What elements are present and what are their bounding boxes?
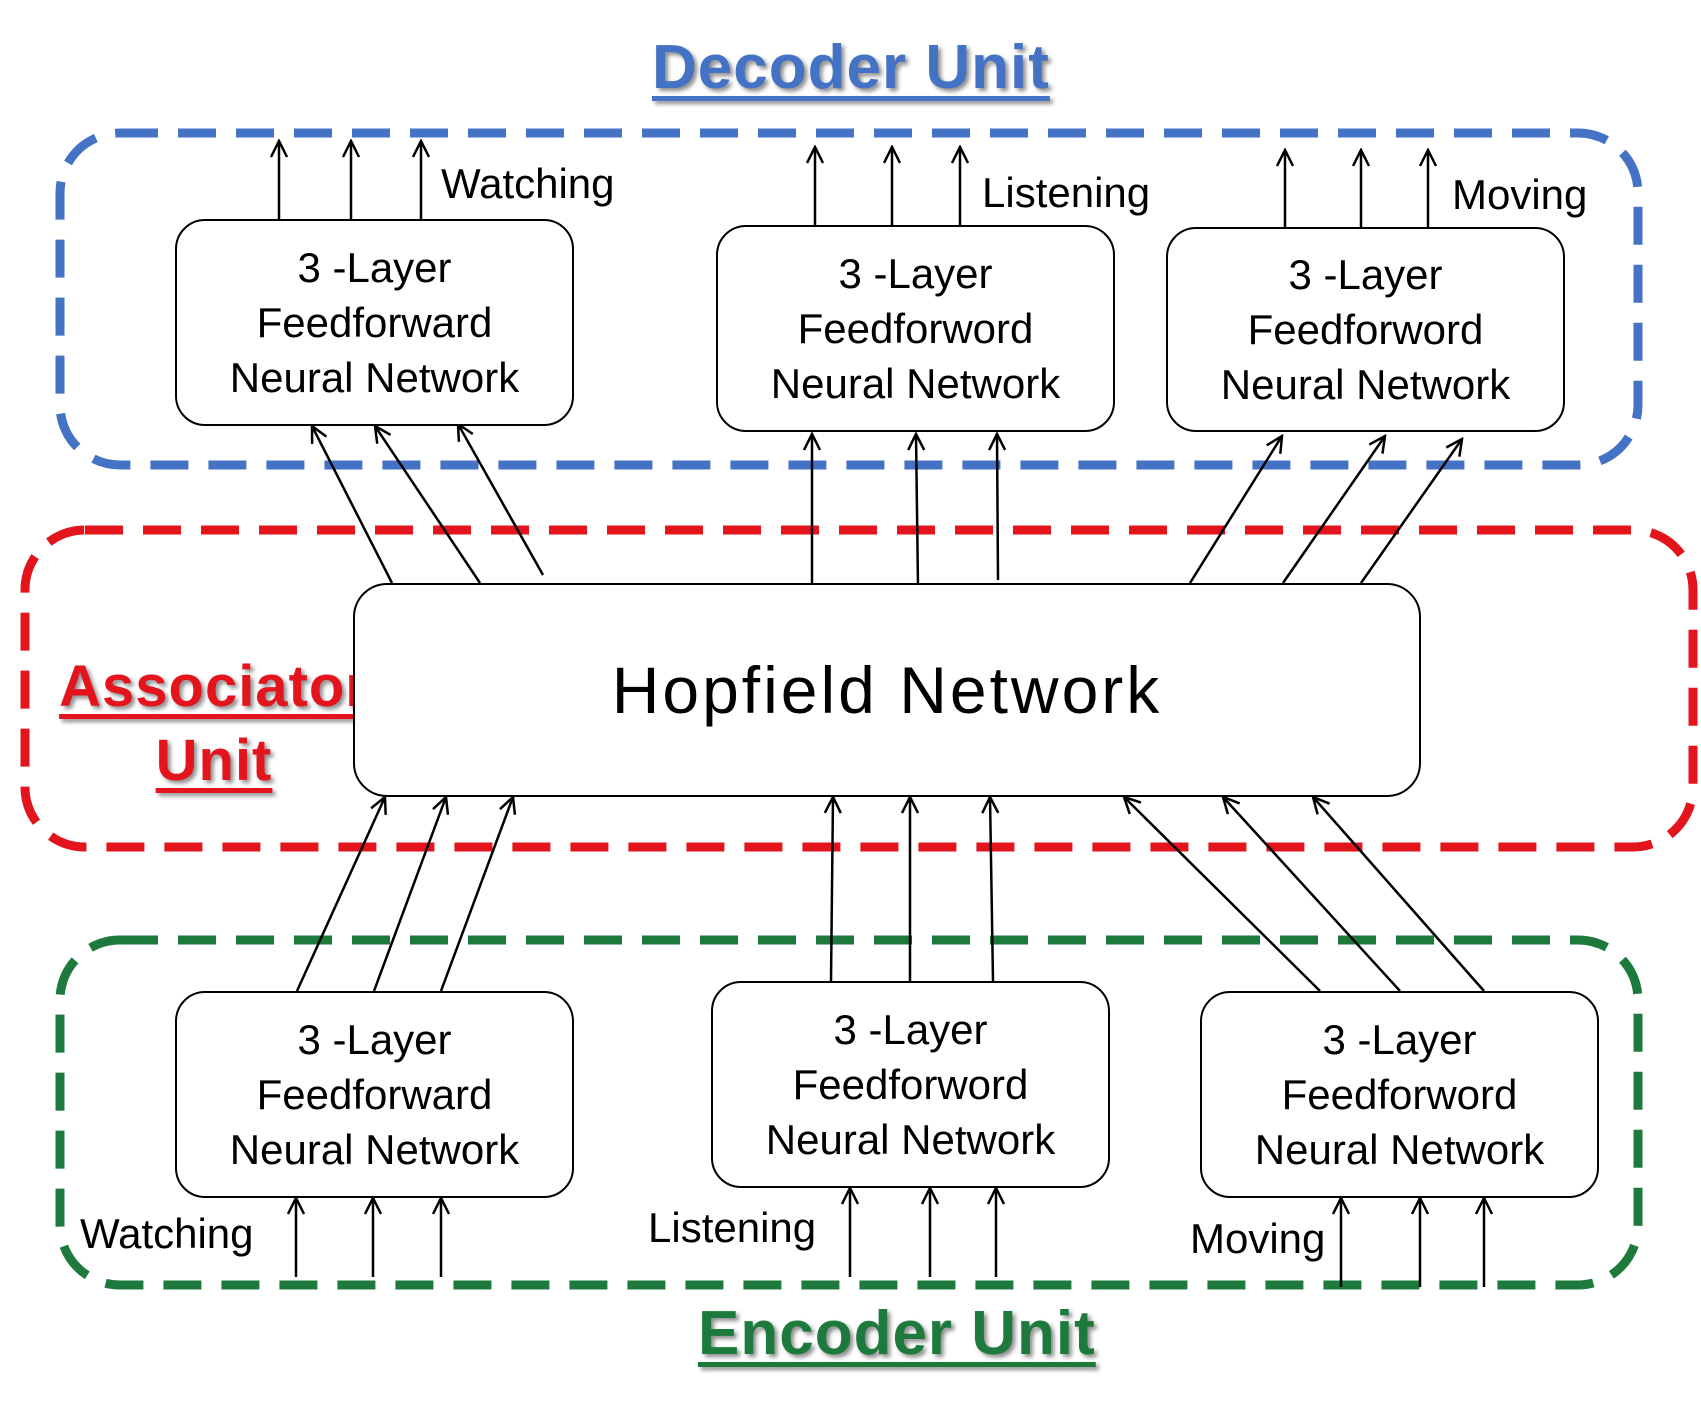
module-line: Neural Network xyxy=(229,354,520,401)
module-line: Neural Network xyxy=(1220,361,1511,408)
encoder-to-associator-arrow xyxy=(295,797,385,992)
module-line: 3 -Layer xyxy=(1322,1016,1477,1063)
decoder-region xyxy=(55,128,1643,470)
connection-arrows xyxy=(279,141,1484,1287)
decoder-unit-title: Decoder Unit xyxy=(652,33,1050,102)
decoder-module-moving: 3 -Layer Feedforword Neural Network xyxy=(1166,227,1565,432)
module-line: 3 -Layer xyxy=(1288,251,1443,298)
module-line: 3 -Layer xyxy=(297,244,452,291)
associator-region xyxy=(20,525,1698,852)
module-line: Feedforword xyxy=(792,1061,1029,1108)
module-line: 3 -Layer xyxy=(838,250,993,297)
associator-to-decoder-arrow xyxy=(458,424,545,576)
decoder-module-watching: 3 -Layer Feedforward Neural Network xyxy=(175,219,574,426)
encoder-input-label-listening: Listening xyxy=(648,1204,817,1251)
hopfield-network-label: Hopfield Network xyxy=(611,652,1163,727)
encoder-to-associator-arrow xyxy=(439,797,513,992)
encoder-to-associator-arrow xyxy=(1223,797,1401,992)
decoder-module-listening: 3 -Layer Feedforword Neural Network xyxy=(716,225,1115,432)
associator-to-decoder-arrow xyxy=(312,426,394,584)
module-line: Neural Network xyxy=(765,1116,1056,1163)
encoder-to-associator-arrow xyxy=(1124,797,1321,992)
associator-to-decoder-arrow xyxy=(916,434,918,588)
encoder-module-watching: 3 -Layer Feedforward Neural Network xyxy=(175,991,574,1198)
module-line: Feedforward xyxy=(256,1071,493,1118)
encoder-unit-title: Encoder Unit xyxy=(698,1299,1096,1368)
decoder-output-label-listening: Listening xyxy=(982,169,1151,216)
encoder-region xyxy=(55,935,1643,1290)
module-line: Feedforword xyxy=(1281,1071,1518,1118)
hopfield-network-box: Hopfield Network xyxy=(353,583,1421,797)
decoder-output-label-moving: Moving xyxy=(1452,171,1588,218)
associator-unit-title: Associator Unit xyxy=(44,650,384,798)
module-line: Feedforword xyxy=(797,305,1034,352)
module-line: Neural Network xyxy=(229,1126,520,1173)
module-line: Feedforward xyxy=(256,299,493,346)
encoder-to-associator-arrow xyxy=(1313,797,1485,992)
module-line: 3 -Layer xyxy=(297,1016,452,1063)
encoder-to-associator-arrow xyxy=(831,797,833,982)
module-line: Feedforword xyxy=(1247,306,1484,353)
encoder-input-label-moving: Moving xyxy=(1190,1215,1326,1262)
associator-to-decoder-arrow xyxy=(1359,439,1462,584)
encoder-module-listening: 3 -Layer Feedforword Neural Network xyxy=(711,981,1110,1188)
encoder-to-associator-arrow xyxy=(372,797,446,992)
decoder-output-label-watching: Watching xyxy=(441,160,615,207)
module-line: Neural Network xyxy=(1254,1126,1545,1173)
encoder-to-associator-arrow xyxy=(990,797,993,982)
encoder-module-moving: 3 -Layer Feedforword Neural Network xyxy=(1200,991,1599,1198)
associator-title-line1: Associator xyxy=(59,654,369,719)
module-line: 3 -Layer xyxy=(833,1006,988,1053)
associator-title-line2: Unit xyxy=(155,728,273,793)
associator-to-decoder-arrow xyxy=(997,434,998,581)
module-line: Neural Network xyxy=(770,360,1061,407)
associator-to-decoder-arrow xyxy=(375,426,482,584)
associator-to-decoder-arrow xyxy=(1188,436,1282,584)
associator-to-decoder-arrow xyxy=(1281,436,1385,584)
encoder-input-label-watching: Watching xyxy=(80,1210,254,1257)
